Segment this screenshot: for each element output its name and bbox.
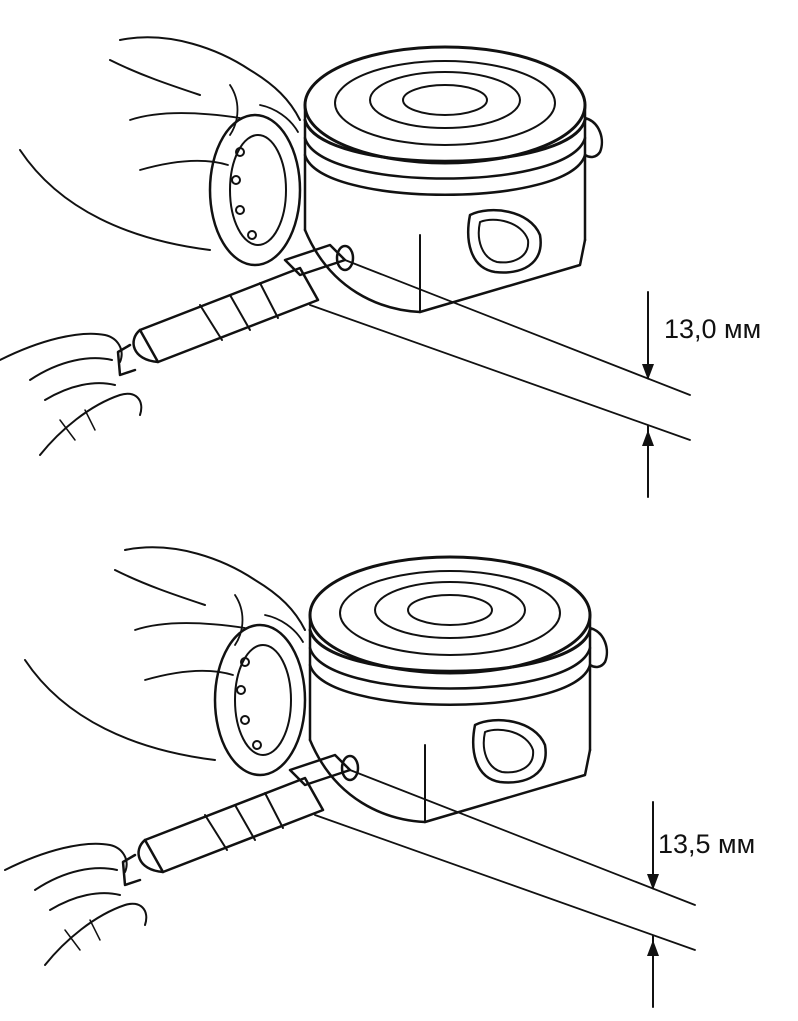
figure-bottom: 13,5 мм <box>3 545 755 1009</box>
figure-top: 13,0 мм <box>0 35 761 499</box>
dimension-label-bottom: 13,5 мм <box>658 829 755 859</box>
piston-micrometer-drawing-top <box>0 35 692 499</box>
dimension-label-top: 13,0 мм <box>664 314 761 344</box>
piston-micrometer-drawing-bottom <box>3 545 697 1009</box>
